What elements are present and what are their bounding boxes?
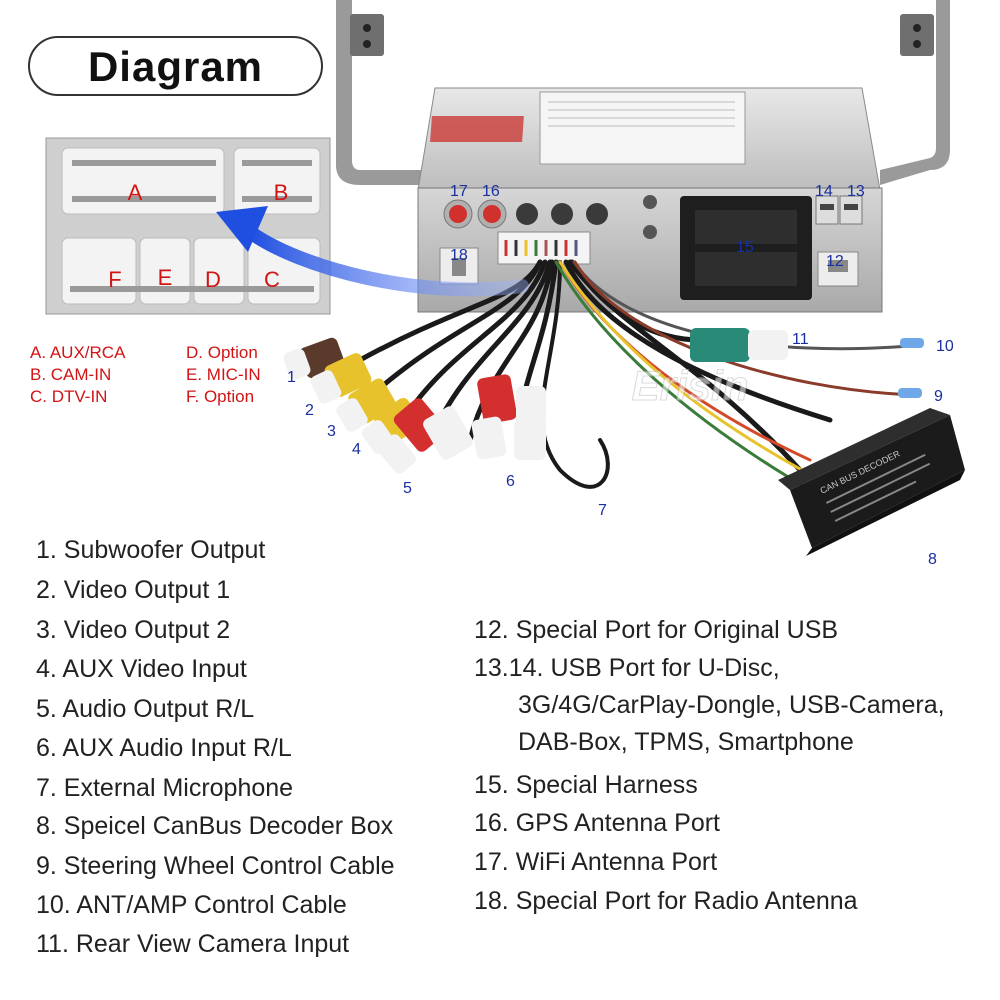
list-item: 6. AUX Audio Input R/L <box>36 734 292 762</box>
legend-item-a: A. AUX/RCA <box>30 343 126 362</box>
rca-plug-11 <box>690 328 788 362</box>
callout-11: 11 <box>792 331 809 348</box>
canbus-decoder-box: CAN BUS DECODER <box>778 408 965 556</box>
mounting-bracket-right <box>880 0 950 185</box>
connector-legend-right: D. Option E. MIC-IN F. Option <box>186 342 261 408</box>
callout-13: 13 <box>847 183 865 200</box>
callout-18: 18 <box>450 247 468 264</box>
callout-8: 8 <box>928 551 937 568</box>
list-item: 13.14. USB Port for U-Disc, <box>474 654 780 682</box>
connector-letter-e: E <box>158 265 173 290</box>
wire-tip-9 <box>898 388 922 398</box>
callout-9: 9 <box>934 388 943 405</box>
legend-item-c: C. DTV-IN <box>30 387 108 406</box>
list-item: 4. AUX Video Input <box>36 655 247 683</box>
connector-letter-f: F <box>108 267 121 292</box>
callout-5: 5 <box>403 480 412 497</box>
callout-6: 6 <box>506 473 515 490</box>
connector-block-f <box>61 237 137 305</box>
callout-14: 14 <box>815 183 833 200</box>
callout-12: 12 <box>826 253 844 270</box>
list-item: 10. ANT/AMP Control Cable <box>36 891 347 919</box>
title-pill: Diagram <box>28 36 323 96</box>
list-item: 8. Speicel CanBus Decoder Box <box>36 812 394 840</box>
callout-4: 4 <box>352 441 361 458</box>
list-item: 11. Rear View Camera Input <box>36 930 350 958</box>
connector-inset: A B F E D C <box>45 137 331 315</box>
list-item: 5. Audio Output R/L <box>36 695 255 723</box>
wire-tip-10 <box>900 338 924 348</box>
list-item: 1. Subwoofer Output <box>36 536 266 564</box>
callout-15: 15 <box>736 239 754 256</box>
rca-plug-5 <box>377 398 473 474</box>
pointer-arrow <box>216 206 529 297</box>
list-item: 3. Video Output 2 <box>36 616 231 644</box>
connector-letter-a: A <box>128 180 143 205</box>
legend-item-e: E. MIC-IN <box>186 365 261 384</box>
connector-letter-b: B <box>274 180 289 205</box>
callout-7: 7 <box>598 502 607 519</box>
list-item-continued: DAB-Box, TPMS, Smartphone <box>518 728 854 756</box>
callout-3: 3 <box>327 423 336 440</box>
legend-item-b: B. CAM-IN <box>30 365 112 384</box>
callout-10: 10 <box>936 338 954 355</box>
list-item: 12. Special Port for Original USB <box>474 616 839 644</box>
spec-label-sticker <box>539 91 746 165</box>
rca-plug-2 <box>310 353 372 404</box>
connector-legend-left: A. AUX/RCA B. CAM-IN C. DTV-IN <box>30 342 125 408</box>
list-item-continued: 3G/4G/CarPlay-Dongle, USB-Camera, <box>518 691 945 719</box>
list-item: 9. Steering Wheel Control Cable <box>36 852 395 880</box>
list-item: 18. Special Port for Radio Antenna <box>474 887 858 915</box>
connector-letter-d: D <box>205 267 221 292</box>
legend-item-f: F. Option <box>186 387 255 406</box>
list-item: 7. External Microphone <box>36 774 294 802</box>
connector-letter-c: C <box>264 267 280 292</box>
callout-16: 16 <box>482 183 500 200</box>
callout-1: 1 <box>287 369 296 386</box>
list-item: 2. Video Output 1 <box>36 576 231 604</box>
connector-block-a <box>61 147 225 215</box>
list-item: 15. Special Harness <box>474 771 698 799</box>
legend-item-d: D. Option <box>186 343 258 362</box>
watermark-text: Erisin <box>632 362 749 409</box>
page-title: Diagram <box>87 43 264 90</box>
list-item: 16. GPS Antenna Port <box>474 809 720 837</box>
callout-2: 2 <box>305 402 314 419</box>
rca-plug-6 <box>471 374 546 460</box>
head-unit-chassis <box>417 87 883 313</box>
callout-17: 17 <box>450 183 468 200</box>
mounting-bracket-left <box>336 0 430 185</box>
list-item: 17. WiFi Antenna Port <box>474 848 718 876</box>
